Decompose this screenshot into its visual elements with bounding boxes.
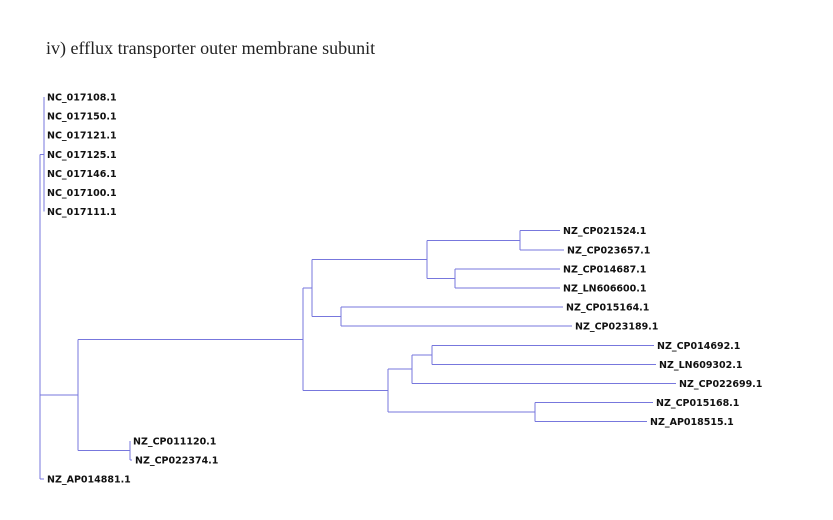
leaf-label: NC_017125.1 bbox=[47, 150, 117, 161]
leaf-label: NZ_CP015164.1 bbox=[566, 303, 649, 314]
leaf-label: NC_017100.1 bbox=[47, 188, 117, 199]
leaf-label: NZ_CP014687.1 bbox=[563, 264, 646, 275]
leaf-label: NC_017111.1 bbox=[47, 207, 117, 218]
tree-leaf-labels: NC_017108.1NC_017150.1NC_017121.1NC_0171… bbox=[47, 93, 762, 486]
leaf-label: NZ_CP022699.1 bbox=[679, 379, 762, 390]
leaf-label: NZ_AP018515.1 bbox=[650, 417, 734, 428]
leaf-label: NZ_AP014881.1 bbox=[47, 475, 131, 486]
leaf-label: NZ_CP015168.1 bbox=[656, 398, 739, 409]
leaf-label: NC_017146.1 bbox=[47, 169, 117, 180]
leaf-label: NC_017108.1 bbox=[47, 93, 117, 104]
tree-branches bbox=[39, 97, 676, 480]
leaf-label: NZ_CP023189.1 bbox=[575, 322, 658, 333]
leaf-label: NC_017121.1 bbox=[47, 131, 117, 142]
leaf-label: NZ_LN609302.1 bbox=[659, 360, 742, 371]
leaf-label: NZ_CP023657.1 bbox=[567, 245, 650, 256]
leaf-label: NZ_CP022374.1 bbox=[135, 455, 218, 466]
leaf-label: NZ_LN606600.1 bbox=[563, 284, 646, 295]
leaf-label: NZ_CP021524.1 bbox=[563, 226, 646, 237]
leaf-label: NC_017150.1 bbox=[47, 112, 117, 123]
figure-title: iv) efflux transporter outer membrane su… bbox=[46, 38, 376, 58]
leaf-label: NZ_CP011120.1 bbox=[133, 436, 216, 447]
leaf-label: NZ_CP014692.1 bbox=[657, 341, 740, 352]
